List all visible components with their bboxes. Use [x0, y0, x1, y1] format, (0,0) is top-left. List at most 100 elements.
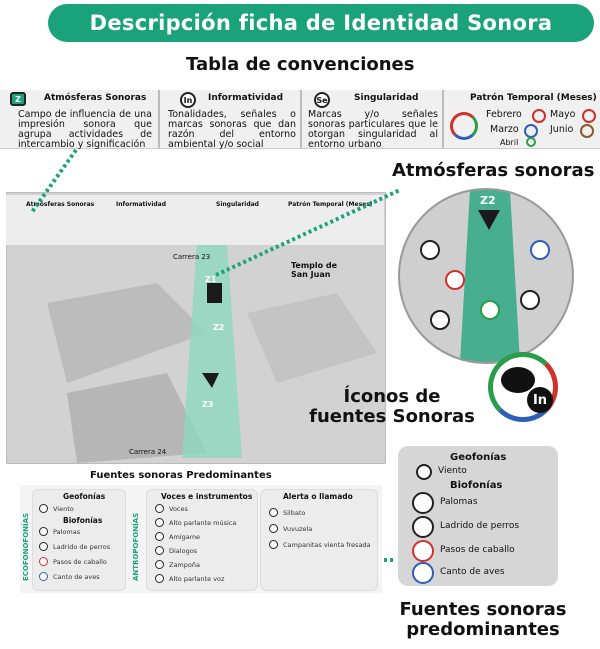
eco-label: ECOFONOFONÍAS — [22, 512, 30, 581]
informatividad-icon: In — [180, 92, 196, 108]
voces-item: Zampoña — [169, 561, 200, 569]
caballo-icon — [412, 540, 434, 562]
title-banner: Descripción ficha de Identidad Sonora — [48, 4, 594, 42]
antro-label: ANTROPOFONÍAS — [132, 512, 140, 581]
legend-cell-informatividad: In Informatividad Tonalidades, señales o… — [158, 90, 302, 150]
map-label: Z1 — [205, 275, 217, 284]
campanitas-icon — [269, 540, 278, 549]
month-ring-icon — [450, 112, 478, 140]
big-item: Pasos de caballo — [440, 545, 515, 555]
atmosferas-title: Atmósferas sonoras — [392, 160, 595, 181]
month-label: Marzo — [490, 124, 519, 135]
month-febrero-icon — [532, 109, 546, 123]
bio-title: Biofonías — [63, 516, 103, 525]
zoom-circle: Z2 — [398, 188, 574, 364]
alerta-item: Silbato — [283, 509, 306, 517]
voces-icon — [155, 504, 164, 513]
month-label: Febrero — [486, 109, 522, 120]
caballo-icon — [39, 557, 48, 566]
month-mayo-icon — [582, 109, 596, 123]
fuentes-big-box: Geofonías Viento Biofonías Palomas Ladri… — [398, 446, 558, 586]
month-label: Abril — [500, 138, 519, 147]
legend-label: Patrón Temporal (Meses) — [470, 93, 597, 103]
voces-item: Alto parlante voz — [169, 575, 225, 583]
legend-label: Singularidad — [354, 93, 419, 103]
legend-table: Z Atmósferas Sonoras Campo de influencia… — [0, 90, 600, 150]
eco-item: Palomas — [53, 528, 81, 536]
palomas-icon — [39, 527, 48, 536]
zampona-icon — [155, 560, 164, 569]
legend-cell-patron: Patrón Temporal (Meses) Febrero Mayo Mar… — [442, 90, 600, 148]
informatividad-icon: In — [527, 387, 553, 413]
voces-item: Amígame — [169, 533, 201, 541]
big-item: Canto de aves — [440, 567, 505, 577]
fuentes-small-title: Fuentes sonoras Predominantes — [90, 470, 272, 481]
fuentes-big-title: Fuentes sonoras predominantes — [399, 599, 567, 640]
iconos-title: Íconos de fuentes Sonoras — [309, 386, 475, 427]
aves-icon — [39, 572, 48, 581]
fuentes-small-box: ECOFONOFONÍAS Geofonías Viento Biofonías… — [20, 485, 382, 593]
mini-legend-label: Informatividad — [116, 201, 167, 208]
voces-item: Alto parlante música — [169, 519, 237, 527]
eco-panel: Geofonías Viento Biofonías Palomas Ladri… — [32, 489, 126, 591]
map-label: Z3 — [202, 400, 214, 409]
legend-cell-atmosferas: Z Atmósferas Sonoras Campo de influencia… — [0, 90, 160, 150]
zoom-label: Z2 — [480, 194, 496, 207]
speech-bubble-icon — [501, 367, 535, 393]
page-title: Descripción ficha de Identidad Sonora — [89, 11, 553, 35]
legend-label: Atmósferas Sonoras — [44, 93, 147, 103]
voces-panel: Voces e instrumentos Voces Alto parlante… — [146, 489, 258, 591]
alerta-panel: Alerta o llamado Silbato Vuvuzela Campan… — [260, 489, 378, 591]
map-label: Carrera 23 — [173, 253, 211, 261]
perros-icon — [412, 516, 434, 538]
atmosferas-icon: Z — [10, 92, 26, 106]
month-abril-icon — [526, 137, 536, 147]
zoom-drawing — [420, 190, 550, 362]
eco-item: Canto de aves — [53, 573, 100, 581]
map-label: Templo de San Juan — [291, 261, 338, 279]
singularidad-icon: Se — [314, 92, 330, 108]
map-label: Z2 — [213, 323, 225, 332]
mini-legend-label: Patrón Temporal (Meses) — [288, 201, 373, 208]
dialogos-icon — [155, 546, 164, 555]
mini-legend-label: Singularidad — [216, 201, 259, 208]
month-label: Mayo — [550, 109, 576, 120]
aves-icon — [412, 562, 434, 584]
map-label: Carrera 24 — [129, 448, 167, 456]
voces-item: Dialogos — [169, 547, 198, 555]
source-icon-ring: In — [488, 352, 558, 422]
eco-item: Pasos de caballo — [53, 558, 107, 566]
viento-icon — [416, 464, 432, 480]
month-label: Junio — [550, 124, 574, 135]
legend-text: Tonalidades, señales o marcas sonoras qu… — [168, 109, 296, 150]
geo-title: Geofonías — [450, 452, 507, 463]
legend-text: Marcas y/o señales sonoras particulares … — [308, 109, 438, 150]
palomas-icon — [412, 492, 434, 514]
altoparlante-voz-icon — [155, 574, 164, 583]
mini-legend: Atmósferas Sonoras Informatividad Singul… — [6, 195, 384, 245]
voces-title: Voces e instrumentos — [161, 492, 253, 501]
alerta-item: Campanitas vienta fresada — [283, 541, 371, 549]
alerta-title: Alerta o llamado — [283, 492, 353, 501]
legend-title: Tabla de convenciones — [186, 54, 415, 75]
legend-text: Campo de influencia de una impresión son… — [18, 109, 152, 150]
eco-item: Viento — [53, 505, 74, 513]
bio-title: Biofonías — [450, 480, 503, 491]
silbato-icon — [269, 508, 278, 517]
legend-label: Informatividad — [208, 93, 284, 103]
altoparlante-icon — [155, 518, 164, 527]
mini-legend-label: Atmósferas Sonoras — [26, 201, 95, 208]
big-item: Viento — [438, 466, 467, 476]
big-item: Ladrido de perros — [440, 521, 520, 531]
month-junio-icon — [580, 124, 594, 138]
legend-cell-singularidad: Se Singularidad Marcas y/o señales sonor… — [300, 90, 444, 150]
vuvuzela-icon — [269, 524, 278, 533]
eco-item: Ladrido de perros — [53, 543, 111, 551]
alerta-item: Vuvuzela — [283, 525, 313, 533]
voces-item: Voces — [169, 505, 188, 513]
geo-title: Geofonías — [63, 492, 106, 501]
perros-icon — [39, 542, 48, 551]
viento-icon — [39, 504, 48, 513]
amigame-icon — [155, 532, 164, 541]
